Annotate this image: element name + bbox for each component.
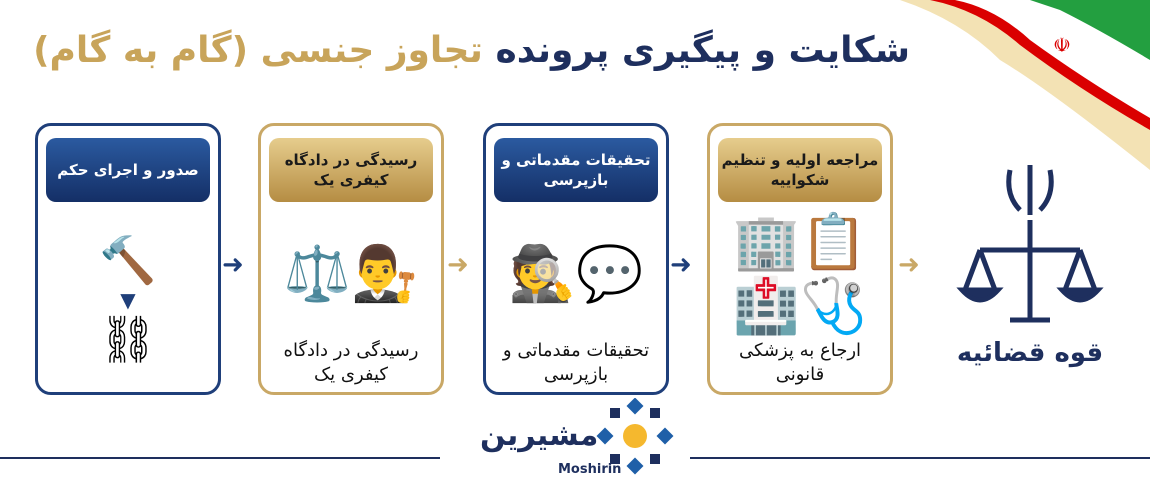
judiciary-emblem-icon xyxy=(956,165,1104,323)
police-doctor-icon: 🏢📋🏥🩺 xyxy=(732,210,868,337)
step-card-verdict: صدور و اجرای حکم 🔨▼⛓ xyxy=(35,123,221,395)
step-footer: ارجاع به پزشکی قانونی xyxy=(714,339,886,386)
page-title: شکایت و پیگیری پرونده تجاوز جنسی (گام به… xyxy=(33,30,910,71)
step-footer: تحقیقات مقدماتی و بازپرسی xyxy=(490,339,662,386)
step-header: صدور و اجرای حکم xyxy=(46,138,210,202)
step-card-investigation: تحقیقات مقدماتی و بازپرسی 🕵️💬 تحقیقات مق… xyxy=(483,123,669,395)
divider xyxy=(690,457,1150,459)
step-footer: رسیدگی در دادگاه کیفری یک xyxy=(265,339,437,386)
step-header: مراجعه اولیه و تنظیم شکواییه xyxy=(718,138,882,202)
iran-flag-icon: ☫ xyxy=(900,0,1150,170)
step-card-court: رسیدگی در دادگاه کیفری یک ⚖️👨‍⚖️ رسیدگی … xyxy=(258,123,444,395)
courtroom-icon: ⚖️👨‍⚖️ xyxy=(283,242,419,305)
moshirin-logo: مشیرین Moshirin xyxy=(470,397,680,483)
step-header: تحقیقات مقدماتی و بازپرسی xyxy=(494,138,658,202)
judiciary-label: قوه قضائیه xyxy=(956,338,1104,368)
step-card-complaint: مراجعه اولیه و تنظیم شکواییه 🏢📋🏥🩺 ارجاع … xyxy=(707,123,893,395)
arrow-icon: ➜ xyxy=(222,250,244,280)
arrow-icon: ➜ xyxy=(670,250,692,280)
detective-icon: 🕵️💬 xyxy=(508,242,644,305)
arrow-icon: ➜ xyxy=(447,250,469,280)
arrow-icon: ➜ xyxy=(898,250,920,280)
step-header: رسیدگی در دادگاه کیفری یک xyxy=(269,138,433,202)
divider xyxy=(0,457,440,459)
svg-text:☫: ☫ xyxy=(1053,33,1071,57)
gavel-handcuffs-icon: 🔨▼⛓ xyxy=(98,233,158,366)
